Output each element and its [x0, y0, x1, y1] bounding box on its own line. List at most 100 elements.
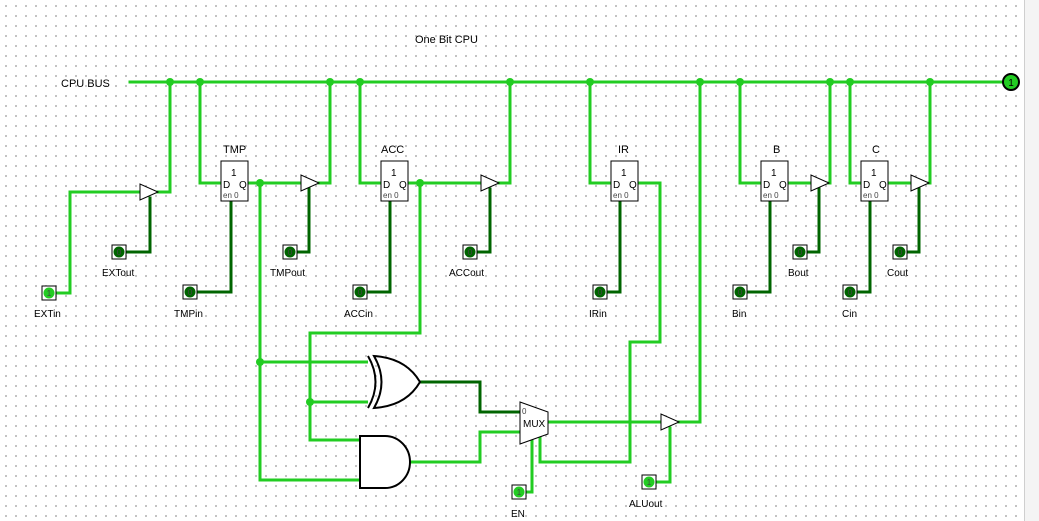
register-en: en 0 [863, 191, 879, 200]
register-c[interactable]: C 1 D Q en 0 [860, 144, 889, 202]
pin-value: 1 [647, 478, 652, 487]
register-label: B [773, 144, 780, 156]
register-const: 1 [231, 168, 237, 179]
junction [506, 78, 514, 86]
wire-tmpin [195, 197, 233, 294]
cpu-bus-label: CPU BUS [61, 78, 110, 90]
junction [196, 78, 204, 86]
pin-accin[interactable]: 0 ACCin [344, 284, 373, 320]
pin-value: 0 [358, 288, 363, 297]
pin-label: Bout [788, 268, 809, 279]
register-label: IR [618, 144, 629, 156]
pin-label: ALUout [629, 499, 663, 510]
pin-extout[interactable]: 0 EXTout [102, 244, 134, 279]
pin-bin[interactable]: 0 Bin [732, 284, 748, 320]
junction [926, 78, 934, 86]
wire-aluout [654, 426, 672, 484]
pin-accout[interactable]: 0 ACCout [449, 244, 484, 279]
canvas-scrollbar[interactable] [1024, 0, 1039, 521]
pin-label: EN [511, 509, 525, 520]
pin-value: 0 [898, 248, 903, 257]
wire-ext-to-bus [156, 80, 172, 194]
register-label: TMP [223, 144, 246, 156]
pin-label: IRin [589, 309, 607, 320]
register-q: Q [879, 180, 887, 191]
register-en: en 0 [613, 191, 629, 200]
pin-label: Cin [842, 309, 857, 320]
pin-value: 0 [117, 248, 122, 257]
junction [326, 78, 334, 86]
wire-and-to-mux [408, 430, 522, 464]
junction [306, 398, 314, 406]
junction [846, 78, 854, 86]
pin-value: 0 [798, 248, 803, 257]
buffer-acc[interactable] [480, 174, 501, 192]
register-en: en 0 [223, 191, 239, 200]
buffer-tmp[interactable] [300, 174, 321, 192]
bus-probe-value: 1 [1008, 78, 1014, 89]
pin-label: EXTout [102, 268, 134, 279]
register-q: Q [629, 180, 637, 191]
register-b[interactable]: B 1 D Q en 0 [760, 144, 789, 202]
pin-en[interactable]: 1 EN [511, 484, 527, 520]
wire-tmp-to-alu [258, 181, 362, 482]
register-en: en 0 [383, 191, 399, 200]
wire-en [524, 434, 534, 494]
pin-label: TMPin [174, 309, 203, 320]
mux-select0: 0 [522, 407, 527, 416]
register-ir[interactable]: IR 1 D Q en 0 [610, 144, 639, 202]
junction [256, 179, 264, 187]
junction [826, 78, 834, 86]
pin-bout[interactable]: 0 Bout [788, 244, 809, 279]
and-gate[interactable] [359, 435, 411, 489]
pin-label: Cout [887, 268, 908, 279]
wire-cbuf-to-bus [927, 80, 932, 185]
buffer-alu[interactable] [660, 413, 681, 431]
register-const: 1 [391, 168, 397, 179]
wire-accin [365, 197, 392, 294]
pin-tmpout[interactable]: 0 TMPout [270, 244, 305, 279]
wire-cin [855, 197, 872, 294]
pin-value: 0 [468, 248, 473, 257]
xor-gate[interactable] [367, 354, 422, 410]
junctions [166, 78, 934, 406]
buffer-c[interactable] [910, 174, 931, 192]
pin-label: EXTin [34, 309, 61, 320]
register-label: ACC [381, 144, 404, 156]
register-en: en 0 [763, 191, 779, 200]
pin-tmpin[interactable]: 0 TMPin [174, 284, 203, 320]
register-acc[interactable]: ACC 1 D Q en 0 [380, 144, 409, 202]
circuit-title: One Bit CPU [415, 34, 478, 46]
pin-value: 0 [598, 288, 603, 297]
pin-aluout[interactable]: 1 ALUout [629, 474, 663, 510]
pin-irin[interactable]: 0 IRin [589, 284, 608, 320]
pin-label: TMPout [270, 268, 305, 279]
wire-bus-to-c [848, 80, 863, 185]
wire-accout [475, 187, 492, 254]
register-q: Q [239, 180, 247, 191]
pin-extin[interactable]: 1 EXTin [34, 285, 61, 320]
junction [416, 179, 424, 187]
pin-cout[interactable]: 0 Cout [887, 244, 908, 279]
tristate-buffers [139, 174, 931, 431]
pin-value: 0 [848, 288, 853, 297]
wire-cout [905, 187, 921, 254]
junction [736, 78, 744, 86]
wire-ir-out [538, 181, 662, 464]
bus-probe[interactable]: 1 [1002, 73, 1020, 91]
buffer-b[interactable] [810, 174, 831, 192]
pin-cin[interactable]: 0 Cin [842, 284, 858, 320]
wire-accbuf-to-bus [497, 80, 512, 185]
register-const: 1 [771, 168, 777, 179]
junction [166, 78, 174, 86]
junction [696, 78, 704, 86]
buffer-ext[interactable] [139, 183, 160, 201]
register-d: D [223, 180, 230, 191]
register-tmp[interactable]: TMP 1 D Q en 0 [220, 144, 249, 202]
mux[interactable]: 0 MUX [519, 401, 549, 445]
junction [356, 78, 364, 86]
mux-label: MUX [523, 419, 546, 430]
register-q: Q [779, 180, 787, 191]
wire-bus-to-ir [588, 80, 613, 185]
